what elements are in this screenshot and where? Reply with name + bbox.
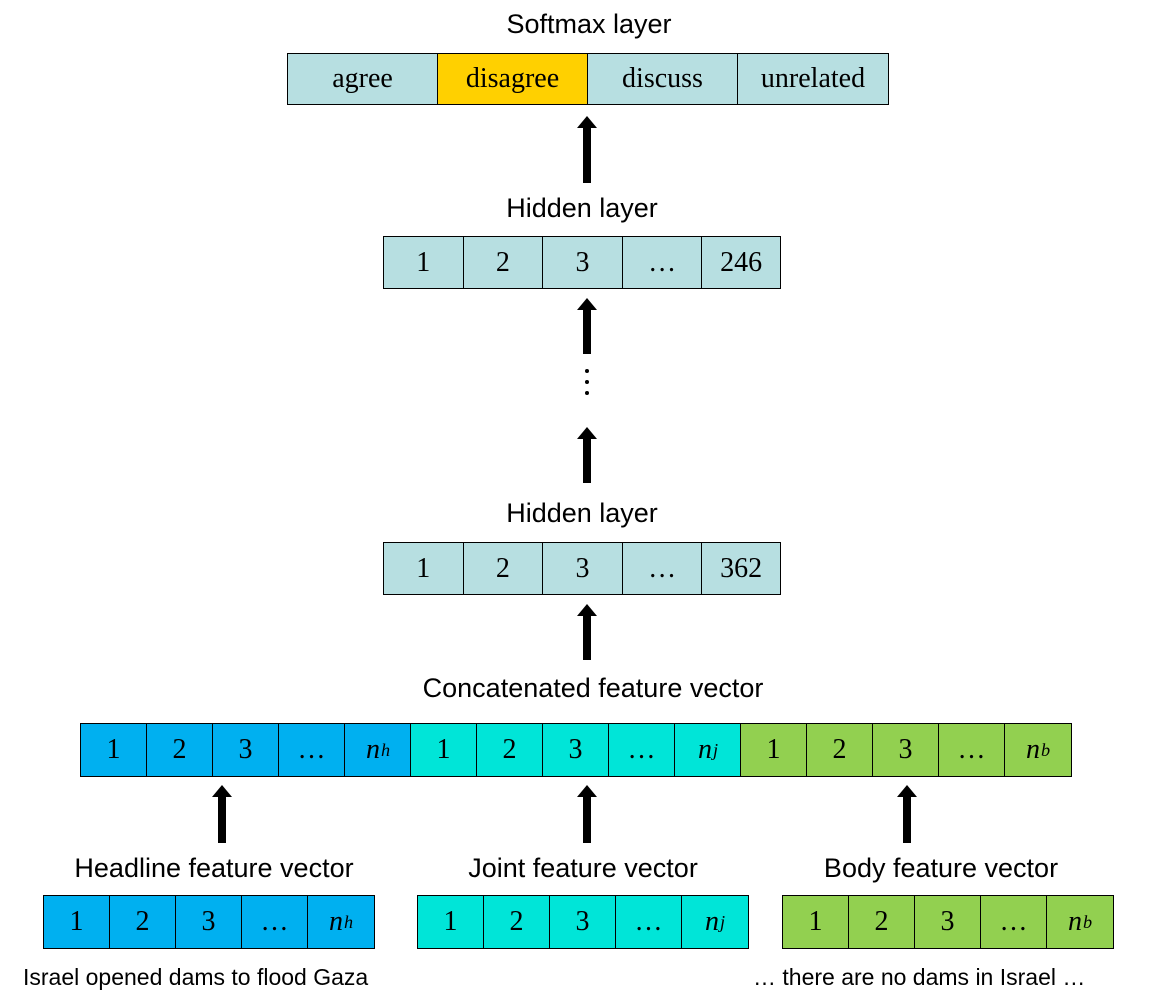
hidden-bottom-cell: 2 <box>464 543 544 594</box>
body-vector-title: Body feature vector <box>823 853 1059 883</box>
concat-body-cell: 2 <box>807 724 873 776</box>
headline-cell: 3 <box>176 896 242 948</box>
hidden-layer-bottom-vector: 1 2 3 … 362 <box>383 542 781 595</box>
joint-subscript: j <box>719 911 726 932</box>
hidden-top-cell: 3 <box>543 237 623 288</box>
body-cell: 2 <box>849 896 915 948</box>
vertical-ellipsis-icon <box>585 369 589 402</box>
concat-body-subscript: b <box>1040 739 1051 760</box>
joint-n: n <box>704 906 719 937</box>
body-cell: 1 <box>783 896 849 948</box>
headline-cell: 1 <box>44 896 110 948</box>
joint-cell: 1 <box>418 896 484 948</box>
body-n: n <box>1067 906 1082 937</box>
concat-headline-cell: 2 <box>147 724 213 776</box>
concat-headline-cell: 1 <box>81 724 147 776</box>
concat-headline-subscript: h <box>380 739 391 760</box>
up-arrow-to-hidden-bottom <box>577 604 597 660</box>
hidden-bottom-cell: 362 <box>720 552 763 584</box>
softmax-cell-disagree: disagree <box>438 54 588 104</box>
up-arrow-from-headline <box>212 785 232 843</box>
softmax-cell-unrelated: unrelated <box>760 63 866 94</box>
hidden-layer-bottom-title: Hidden layer <box>506 498 658 528</box>
body-example-text: … there are no dams in Israel … <box>753 964 1086 990</box>
hidden-top-cell: 246 <box>720 246 763 278</box>
headline-cell: … <box>242 896 308 948</box>
concat-joint-cell: … <box>609 724 675 776</box>
body-subscript: b <box>1082 911 1093 932</box>
concatenated-vector-title: Concatenated feature vector <box>422 673 764 703</box>
headline-vector-title: Headline feature vector <box>74 853 354 883</box>
headline-cell: 2 <box>110 896 176 948</box>
concat-body-cell: 1 <box>741 724 807 776</box>
concat-joint-n: n <box>697 734 712 765</box>
up-arrow-to-softmax <box>577 116 597 183</box>
hidden-bottom-cell: … <box>623 543 703 594</box>
concat-headline-cell: … <box>279 724 345 776</box>
softmax-cell-agree: agree <box>288 54 438 104</box>
softmax-layer-vector: agree disagree discuss unrelated <box>287 53 889 105</box>
hidden-top-cell: … <box>623 237 703 288</box>
headline-example-text: Israel opened dams to flood Gaza <box>23 964 369 990</box>
hidden-layer-top-title: Hidden layer <box>506 193 658 223</box>
concat-body-n: n <box>1025 734 1040 765</box>
joint-vector-title: Joint feature vector <box>468 853 698 883</box>
softmax-layer-title: Softmax layer <box>506 9 672 39</box>
hidden-layer-top-vector: 1 2 3 … 246 <box>383 236 781 289</box>
concat-joint-subscript: j <box>712 739 719 760</box>
up-arrow-to-hidden-top <box>577 298 597 354</box>
concat-headline-cell: 3 <box>213 724 279 776</box>
concat-joint-cell: 3 <box>543 724 609 776</box>
headline-subscript: h <box>343 911 354 932</box>
hidden-top-cell: 2 <box>464 237 544 288</box>
up-arrow-from-body <box>897 785 917 843</box>
concat-body-cell: 3 <box>873 724 939 776</box>
concat-body-cell: … <box>939 724 1005 776</box>
softmax-cell-discuss: discuss <box>588 54 738 104</box>
joint-cell: 3 <box>550 896 616 948</box>
concat-joint-cell: 1 <box>411 724 477 776</box>
hidden-bottom-cell: 1 <box>384 543 464 594</box>
joint-cell: 2 <box>484 896 550 948</box>
body-cell: 3 <box>915 896 981 948</box>
up-arrow-from-joint <box>577 785 597 843</box>
headline-n: n <box>328 906 343 937</box>
hidden-top-cell: 1 <box>384 237 464 288</box>
up-arrow-from-hidden-bottom <box>577 427 597 483</box>
joint-cell: … <box>616 896 682 948</box>
hidden-bottom-cell: 3 <box>543 543 623 594</box>
body-cell: … <box>981 896 1047 948</box>
concat-headline-n: n <box>365 734 380 765</box>
concat-joint-cell: 2 <box>477 724 543 776</box>
